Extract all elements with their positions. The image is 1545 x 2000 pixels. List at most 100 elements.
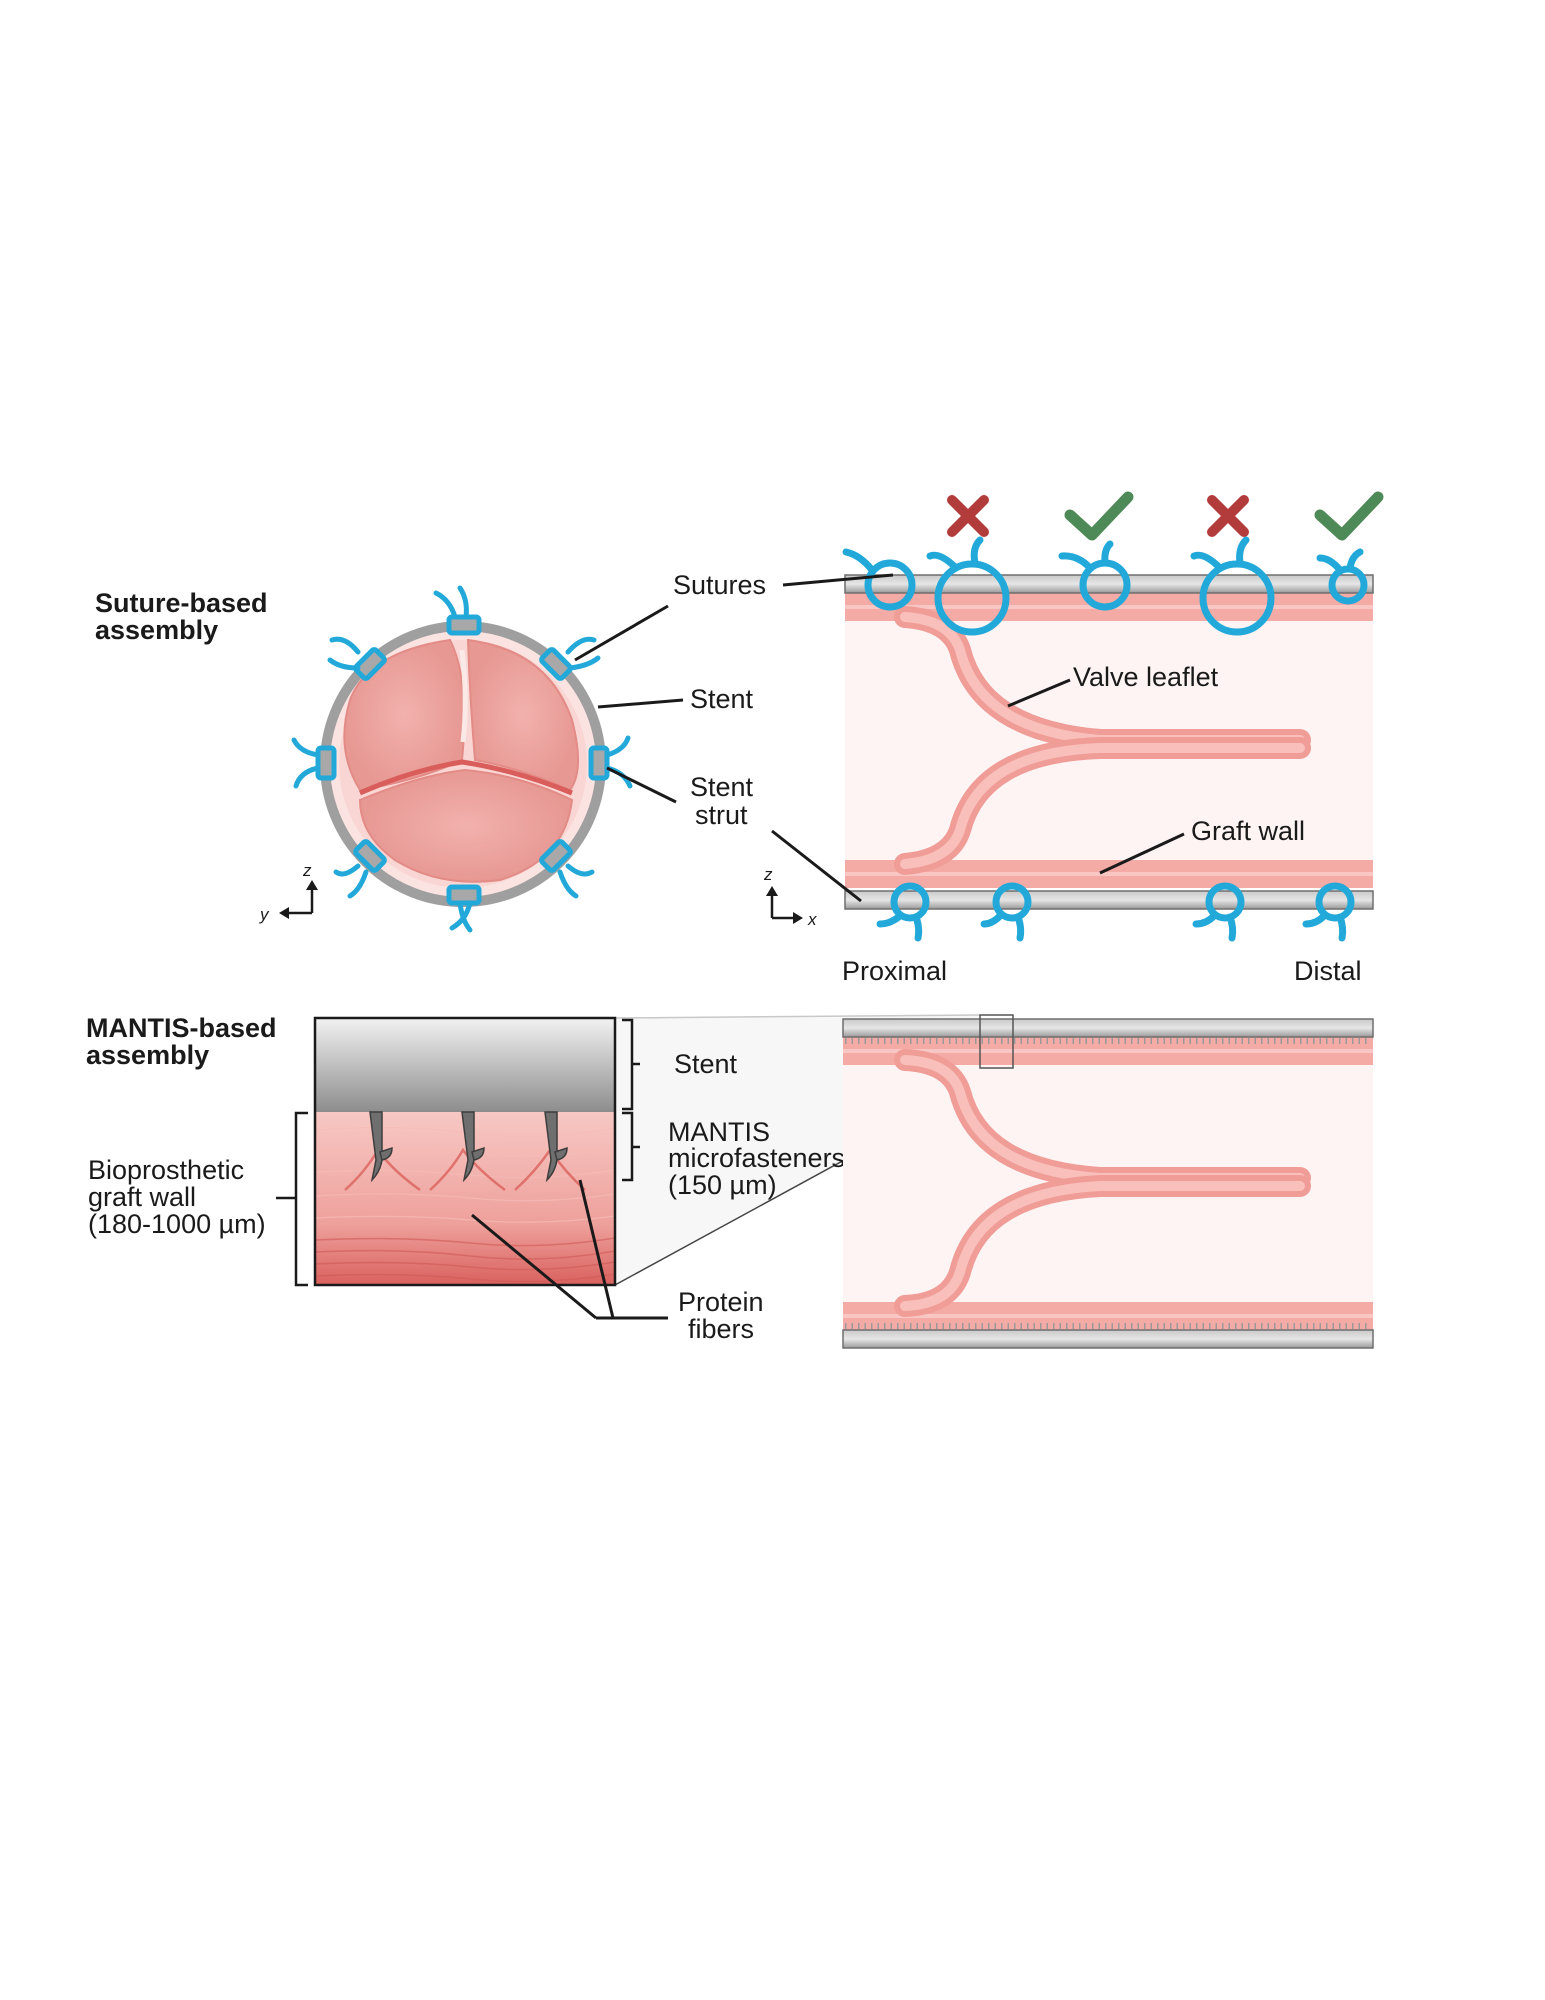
longitudinal-view-mantis: [842, 1014, 1374, 1349]
suture-tail: [604, 735, 631, 758]
stent-strut: [539, 647, 573, 681]
axis-label-y-left: y: [259, 905, 270, 924]
longitudinal-view-suture: z x: [763, 491, 1384, 942]
label-valve-leaflet: Valve leaflet: [1073, 662, 1219, 692]
stent-strut: [353, 839, 387, 873]
stent-strut: [315, 745, 337, 781]
stent-strut: [539, 839, 573, 873]
label-mantis-line1: MANTIS: [668, 1117, 770, 1147]
stent-struts: [315, 614, 610, 906]
bracket-microfasteners: [622, 1111, 640, 1182]
label-proximal: Proximal: [842, 956, 947, 986]
stent-bar-top: [844, 574, 1374, 594]
leader-graft-wall: [1099, 832, 1185, 875]
mantis-header-line2: assembly: [86, 1040, 209, 1070]
stent-bar-bottom-mantis: [842, 1329, 1374, 1349]
axis-indicator-xz: [766, 886, 803, 924]
suture-tail: [980, 912, 1025, 942]
leader-stent: [597, 698, 684, 709]
zoom-stent-block: [315, 1018, 615, 1112]
suture-tail: [433, 590, 458, 620]
label-stent-strut-line2: strut: [695, 800, 748, 830]
suture-tail: [327, 657, 361, 671]
suture-tail: [565, 636, 597, 655]
suture-tail: [926, 536, 984, 572]
leaflet-left: [343, 638, 466, 792]
microfastener-barb: [379, 1146, 393, 1161]
stent-strut: [446, 614, 482, 636]
bracket-graft-wall: [276, 1111, 308, 1287]
leader-stent-strut-right: [771, 829, 862, 903]
label-distal: Distal: [1294, 956, 1362, 986]
stent-strut: [353, 647, 387, 681]
suture-tail: [329, 636, 361, 655]
label-stent-top: Stent: [690, 684, 754, 714]
leader-sutures-right: [782, 573, 894, 587]
mantis-header-line1: MANTIS-based: [86, 1013, 277, 1043]
label-graft-wall-line3: (180-1000 µm): [88, 1209, 266, 1239]
valve-cross-section: z y: [259, 585, 633, 933]
label-protein-fibers-line2: fibers: [688, 1314, 754, 1344]
suture-tails: [291, 585, 633, 933]
suture-tail: [1058, 540, 1114, 572]
tissue-dense-layer: [314, 1237, 616, 1283]
mantis-microfasteners: [369, 1111, 568, 1183]
suture-tail: [842, 548, 876, 574]
axis-label-z-left: z: [302, 861, 312, 880]
stent-bar-top-mantis: [842, 1018, 1374, 1038]
label-stent-strut-line1: Stent: [690, 772, 754, 802]
suture-tail: [1316, 548, 1364, 574]
suture-tail: [333, 863, 361, 877]
label-graft-wall-line2: graft wall: [88, 1182, 196, 1212]
marker-cross-2: [1207, 495, 1249, 537]
suture-tail: [567, 655, 601, 671]
suture-tail: [1192, 912, 1237, 942]
suture-tail: [291, 737, 321, 758]
suture-tail: [1190, 536, 1250, 572]
sutures-bottom: [876, 882, 1355, 942]
leader-protein-fibers-1: [471, 1213, 597, 1320]
label-mantis-line3: (150 µm): [668, 1170, 777, 1200]
suture-tail: [565, 863, 595, 877]
leader-protein-fibers-2: [578, 1179, 615, 1319]
suture-loop: [864, 559, 916, 611]
suture-tail: [876, 912, 923, 942]
microfastener-barb: [471, 1146, 485, 1161]
suture-loop: [1205, 882, 1245, 922]
commissure-line: [459, 649, 468, 743]
label-protein-fibers-line1: Protein: [678, 1287, 764, 1317]
axis-label-z-right: z: [763, 865, 773, 884]
suture-loop: [890, 882, 930, 922]
leader-stent-strut-left: [606, 766, 677, 804]
suture-loop: [1315, 882, 1355, 922]
suture-header-line2: assembly: [95, 615, 218, 645]
coaptation-line: [358, 759, 573, 796]
suture-loop: [992, 882, 1032, 922]
suture-tail: [347, 869, 369, 899]
suture-header-line1: Suture-based: [95, 588, 268, 618]
bracket-stent: [622, 1018, 640, 1111]
axis-label-x-right: x: [807, 910, 817, 929]
label-stent-bottom: Stent: [674, 1049, 738, 1079]
sutures-top: [842, 536, 1368, 636]
marker-cross-1: [947, 495, 989, 537]
suture-tail: [557, 869, 579, 899]
microfastener-barb: [554, 1146, 568, 1161]
label-sutures: Sutures: [673, 570, 766, 600]
zoom-frame: [313, 1016, 617, 1287]
label-mantis-line2: microfasteners: [668, 1143, 845, 1173]
zoom-region-marker: [979, 1014, 1014, 1069]
leader-sutures-left: [574, 604, 669, 662]
label-graft-wall-line1: Bioprosthetic: [88, 1155, 244, 1185]
stent-strut: [588, 745, 610, 781]
label-graft-wall: Graft wall: [1191, 816, 1305, 846]
marker-check-2: [1314, 491, 1384, 541]
suture-tail: [457, 585, 469, 620]
marker-check-1: [1064, 491, 1134, 541]
suture-tail: [293, 765, 321, 789]
suture-tail: [1302, 912, 1347, 942]
stent-strut: [446, 884, 482, 906]
leader-valve-leaflet: [1007, 678, 1071, 708]
suture-tail: [457, 900, 473, 933]
